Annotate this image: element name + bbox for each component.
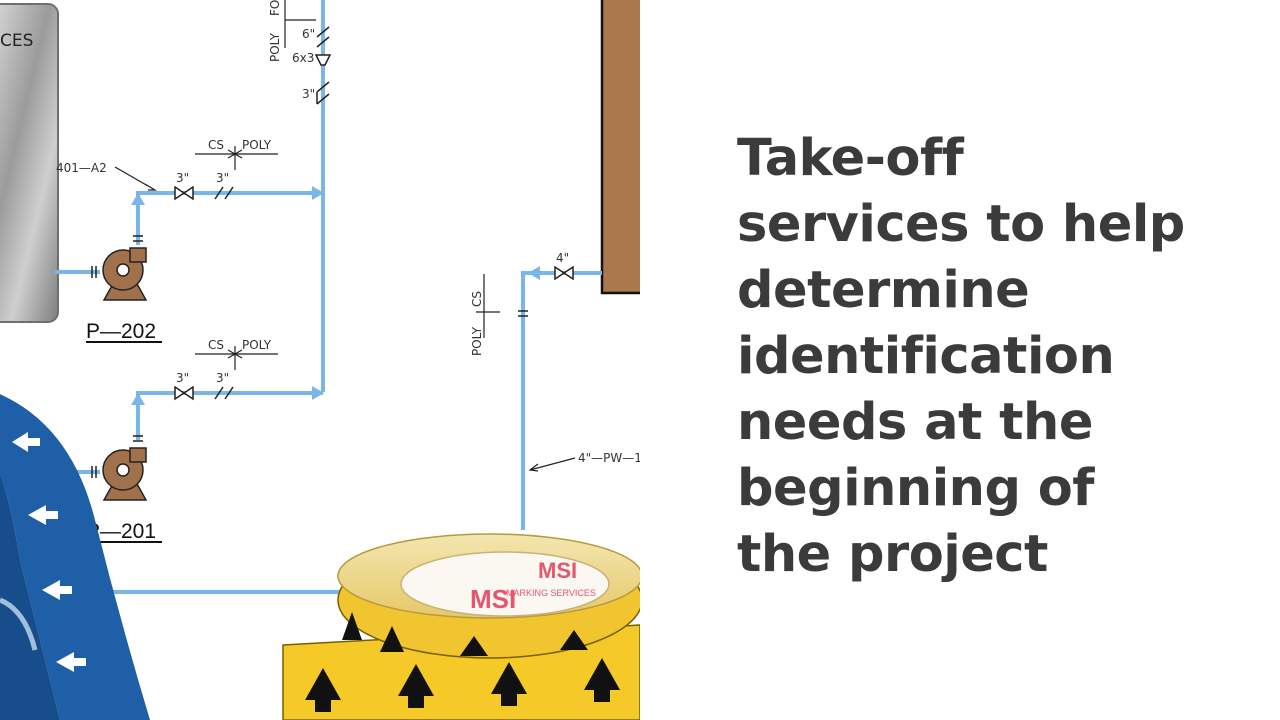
label-cs-vertical-right: CS xyxy=(470,291,484,307)
headline-line-2: services to help xyxy=(737,195,1185,254)
line-tag-right: 4"—PW—1 xyxy=(578,451,640,465)
headline-line-7: the project xyxy=(737,525,1048,584)
diagram-labels: CS POLY CS POLY 3" 3" 3" 3" 6" 6x3 3" 4"… xyxy=(56,0,640,465)
label-reducer: 6x3 xyxy=(292,51,314,65)
metal-sign: CES xyxy=(0,3,59,323)
pump-label-p201: P—201 xyxy=(86,520,156,543)
label-size-3-e: 3" xyxy=(302,87,315,101)
pump-p201: P—201 xyxy=(86,447,162,543)
headline-line-1: Take-off xyxy=(737,129,964,188)
tape-subtext: MARKING SERVICES xyxy=(506,588,596,598)
label-size-3-d: 3" xyxy=(216,371,229,385)
headline-line-6: beginning of xyxy=(737,459,1094,518)
label-poly-lower: POLY xyxy=(242,338,272,352)
yellow-tape-roll: MSI MARKING SERVICES MSI xyxy=(282,533,640,720)
label-poly-vertical-right: POLY xyxy=(470,326,484,356)
piping-diagram-illustration: CES xyxy=(0,0,640,720)
tank-wall xyxy=(600,0,640,295)
label-poly-upper: POLY xyxy=(242,138,272,152)
label-cs-upper: CS xyxy=(208,138,224,152)
tape-brand-2: MSI xyxy=(538,558,577,583)
tape-brand: MSI xyxy=(470,584,516,614)
label-cs-lower: CS xyxy=(208,338,224,352)
material-change-markers xyxy=(114,0,576,472)
headline-line-4: identification xyxy=(737,327,1115,386)
label-poly-vertical-top: POLY xyxy=(268,32,282,62)
headline-line-5: needs at the xyxy=(737,393,1093,452)
flow-arrows xyxy=(131,186,540,405)
pump-p202: P—202 xyxy=(86,247,162,343)
label-size-6: 6" xyxy=(302,27,315,41)
label-fo-vertical: FO xyxy=(268,0,282,16)
label-size-3-b: 3" xyxy=(216,171,229,185)
headline-text: Take-off services to help determine iden… xyxy=(737,126,1237,588)
line-tag-upper-left: 401—A2 xyxy=(56,161,107,175)
label-size-4: 4" xyxy=(556,251,569,265)
pump-label-p202: P—202 xyxy=(86,320,156,343)
pipe-network xyxy=(0,0,602,594)
headline-line-3: determine xyxy=(737,261,1030,320)
blue-tape-roll xyxy=(0,394,150,720)
sign-text: CES xyxy=(0,31,33,51)
label-size-3-c: 3" xyxy=(176,371,189,385)
label-size-3-a: 3" xyxy=(176,171,189,185)
fittings xyxy=(91,26,574,478)
